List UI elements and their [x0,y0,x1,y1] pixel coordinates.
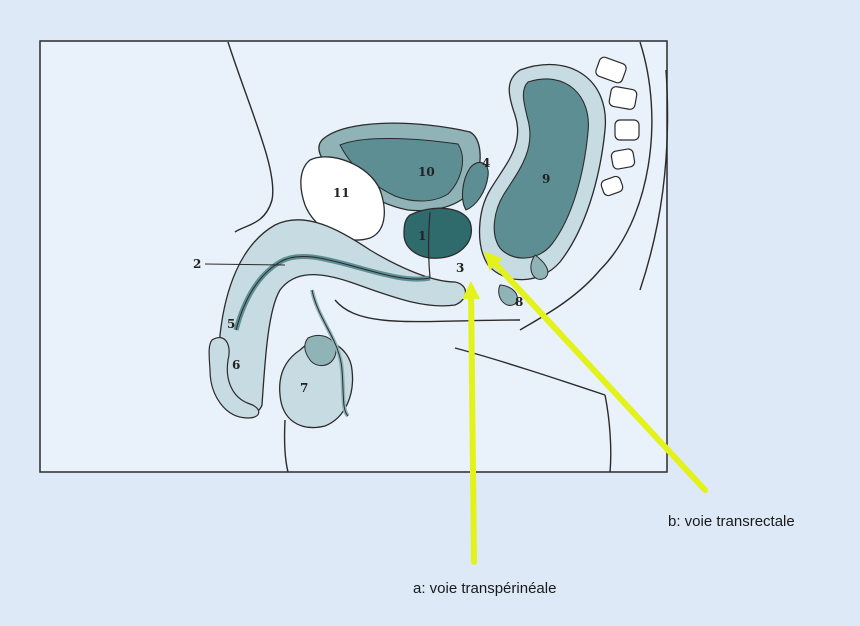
arrow-transperineal [471,290,474,562]
label-11: 11 [333,186,350,200]
label-4: 4 [482,156,490,170]
prostate [404,208,471,258]
label-8: 8 [515,295,523,309]
label-10: 10 [418,165,435,179]
caption-transrectal: b: voie transrectale [668,513,795,530]
label-6: 6 [232,358,240,372]
label-3: 3 [456,261,464,275]
label-1: 1 [418,229,426,243]
caption-transperineal: a: voie transpérinéale [413,580,556,597]
label-2: 2 [193,257,201,271]
label-7: 7 [300,381,308,395]
label-5: 5 [227,317,235,331]
label-9: 9 [542,172,550,186]
